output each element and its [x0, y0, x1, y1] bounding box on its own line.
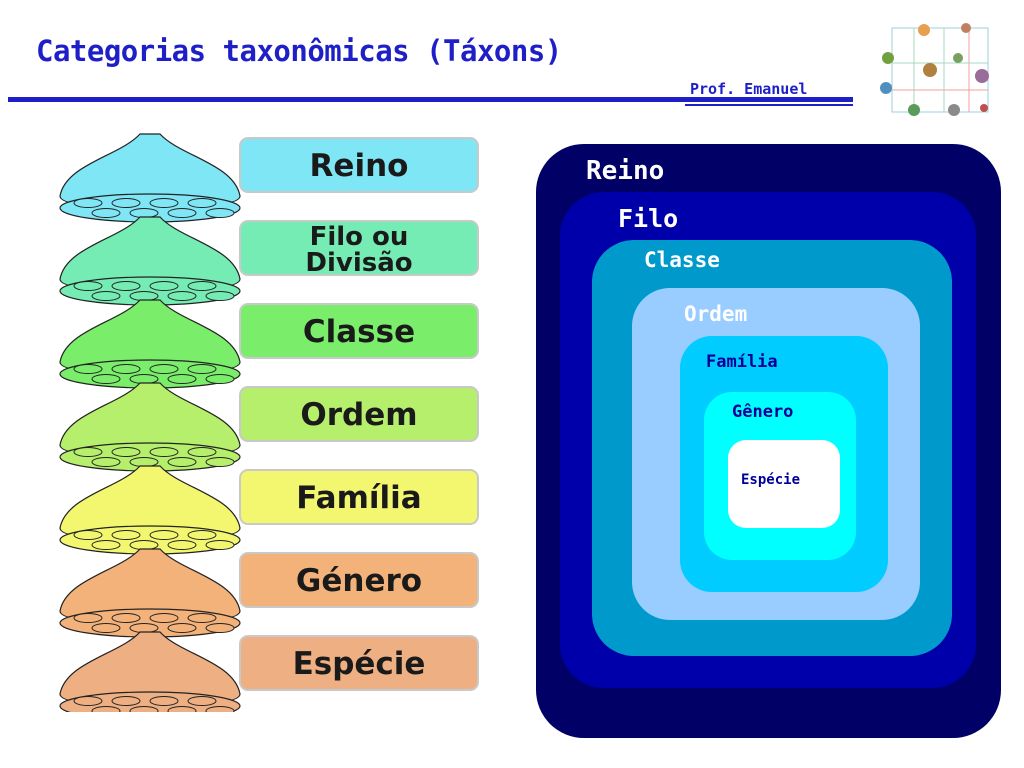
author-underline [685, 104, 853, 106]
stack-level-label-box [239, 386, 479, 442]
stack-level [59, 548, 241, 638]
nested-box-label: Classe [644, 248, 720, 272]
stack-level [59, 382, 241, 472]
stack-level-label: Ordem [300, 397, 417, 433]
taxonomy-diagram-thumbnail-icon [874, 18, 1000, 124]
stack-level-label-box [239, 303, 479, 359]
nested-box-label: Gênero [732, 402, 794, 422]
stack-level [59, 133, 241, 223]
stack-level-label-box [239, 137, 479, 193]
stack-level-label-box [239, 552, 479, 608]
nested-box-label: Família [706, 352, 778, 372]
nested-box-label: Ordem [684, 302, 748, 326]
nested-box-label: Espécie [741, 472, 801, 488]
stack-level-label: Família [296, 480, 421, 516]
stack-level-label-box [239, 635, 479, 691]
nested-box-label: Reino [586, 156, 665, 186]
stack-level [59, 465, 241, 555]
stack-level [59, 299, 241, 389]
title-underline [8, 97, 853, 102]
author-label: Prof. Emanuel [690, 80, 808, 98]
stack-level-label: Género [296, 563, 422, 599]
nested-box-label: Filo [618, 204, 679, 233]
stack-level [59, 631, 241, 712]
stack-level-label-box [239, 469, 479, 525]
stack-level-label: Classe [303, 314, 415, 350]
stack-level-label-box [239, 220, 479, 276]
stack-level-label: Espécie [293, 646, 426, 682]
stack-level-label: Reino [310, 148, 409, 184]
stack-level [59, 216, 241, 306]
page-title: Categorias taxonômicas (Táxons) [36, 34, 562, 68]
nested-box-6 [728, 440, 840, 528]
